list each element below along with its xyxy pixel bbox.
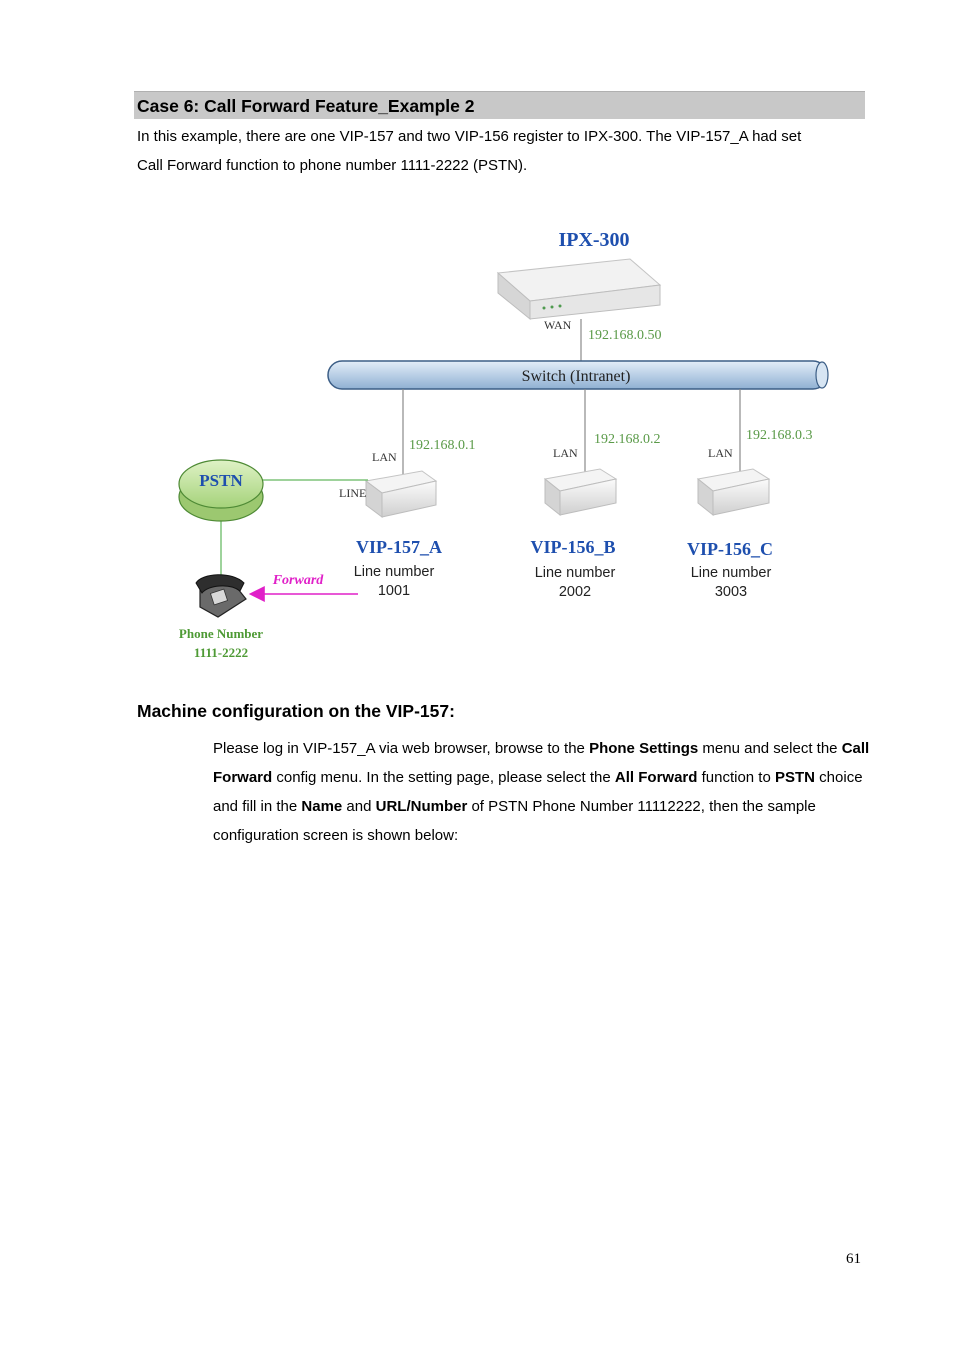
device-b-line-number: 2002: [559, 584, 591, 600]
text-segment: of PSTN Phone Number 11112222, then the …: [213, 798, 816, 844]
pstn-cloud-icon: [178, 459, 264, 522]
bold-term-name: Name: [301, 798, 343, 815]
device-a-lan-label: LAN: [372, 450, 397, 464]
device-a-name: VIP-157_A: [356, 537, 442, 557]
device-a-line-number: 1001: [378, 583, 410, 599]
line-label: LINE: [339, 486, 366, 500]
network-diagram: IPX-300 WAN 192.168.0.50 Switch (Intrane…: [178, 229, 829, 660]
vip-157-a-device-icon: [364, 470, 438, 518]
device-b-lan-label: LAN: [553, 446, 578, 460]
phone-number-title: Phone Number: [179, 626, 263, 641]
bold-term-all-forward: All Forward: [614, 769, 698, 786]
device-a-line-caption: Line number: [354, 564, 435, 580]
device-b-ip: 192.168.0.2: [594, 432, 661, 447]
device-c-lan-label: LAN: [708, 446, 733, 460]
switch-pipe: [327, 360, 829, 390]
bold-term-phone-settings: Phone Settings: [589, 740, 699, 757]
forward-label: Forward: [272, 573, 325, 588]
vip-156-b-device-icon: [543, 468, 618, 517]
device-c-line-caption: Line number: [691, 565, 772, 581]
intro-line-1: In this example, there are one VIP-157 a…: [137, 128, 802, 145]
device-c-line-number: 3003: [715, 584, 747, 600]
bold-term-call-forward: Call Forward: [213, 740, 870, 786]
section-title: Case 6: Call Forward Feature_Example 2: [137, 96, 475, 116]
telephone-icon: [195, 574, 247, 618]
intro-paragraph: In this example, there are one VIP-157 a…: [137, 122, 862, 180]
ipx-300-device-icon: [496, 258, 662, 321]
page-number: 61: [846, 1251, 861, 1267]
device-b-line-caption: Line number: [535, 565, 616, 581]
intro-line-2: Call Forward function to phone number 11…: [137, 157, 528, 174]
bold-term-pstn: PSTN: [775, 769, 816, 786]
machine-config-paragraph: Please log in VIP-157_A via web browser,…: [213, 734, 873, 850]
wan-label: WAN: [544, 318, 572, 332]
machine-config-heading: Machine configuration on the VIP-157:: [137, 701, 455, 721]
text-segment: and: [342, 798, 376, 815]
text-segment: Please log in VIP-157_A via web browser,…: [213, 740, 590, 757]
section-header-bar: [134, 91, 865, 119]
device-c-name: VIP-156_C: [687, 539, 773, 559]
text-segment: menu and select the: [698, 740, 842, 757]
phone-number-value: 1111-2222: [194, 645, 248, 660]
text-segment: function to: [697, 769, 775, 786]
wan-ip: 192.168.0.50: [588, 328, 662, 343]
device-a-ip: 192.168.0.1: [409, 438, 476, 453]
bold-term-url-number: URL/Number: [375, 798, 468, 815]
switch-label: Switch (Intranet): [522, 368, 631, 385]
text-segment: choice and fill in the: [213, 769, 863, 815]
text-segment: config menu. In the setting page, please…: [272, 769, 615, 786]
server-name: IPX-300: [558, 229, 629, 251]
pstn-label: PSTN: [199, 471, 243, 490]
device-c-ip: 192.168.0.3: [746, 428, 813, 443]
vip-156-c-device-icon: [696, 468, 771, 517]
device-b-name: VIP-156_B: [531, 537, 616, 557]
